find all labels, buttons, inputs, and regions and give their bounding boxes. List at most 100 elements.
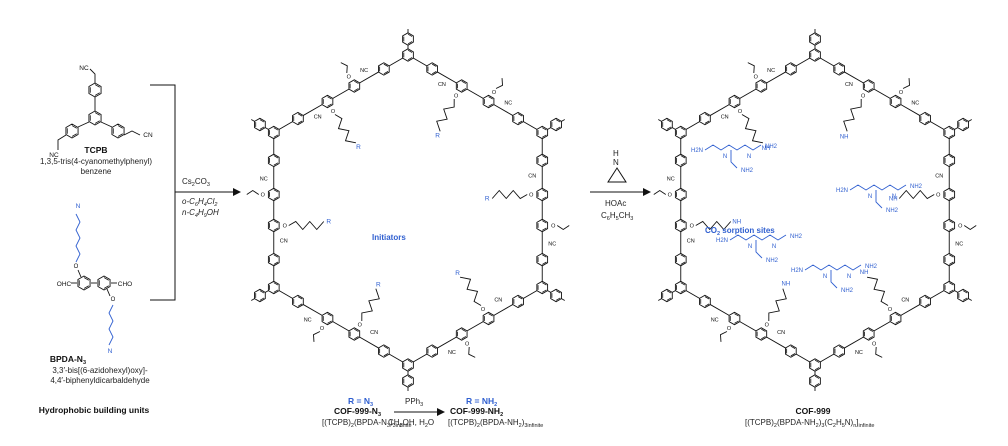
ether-oxygen: O <box>738 109 743 115</box>
aromatic-bond <box>83 285 89 289</box>
aromatic-bond <box>555 119 561 123</box>
amine-left: H2N <box>791 268 803 274</box>
benzene-ring <box>536 280 549 295</box>
initiators-label: Initiators <box>372 233 406 242</box>
cof1-name: COF-999-N3 <box>334 406 381 418</box>
bond <box>672 127 676 130</box>
vinyl-nitrile: NC <box>448 350 456 356</box>
amine-right: NH2 <box>865 264 878 270</box>
extension-bond <box>561 298 565 301</box>
aromatic-bond <box>542 227 547 231</box>
bond <box>437 336 457 349</box>
aromatic-bond <box>868 336 874 340</box>
extension-bond <box>251 298 255 301</box>
vinyl-nitrile: CN <box>314 115 322 121</box>
cof2-r-eq: R = NH2 <box>466 396 497 408</box>
benzene-ring <box>88 82 102 98</box>
aromatic-bond <box>761 328 766 332</box>
ether-oxygen: O <box>888 307 893 313</box>
aromatic-bond <box>895 320 900 324</box>
aromatic-bond <box>383 353 389 357</box>
aromatic-bond <box>924 296 930 300</box>
short-chain <box>653 189 667 195</box>
r-group: R <box>326 219 331 226</box>
aromatic-bond <box>542 189 547 193</box>
benzene-ring <box>111 123 125 139</box>
vinyl-nitrile: CN <box>721 115 729 121</box>
bond <box>739 88 757 99</box>
bond <box>710 304 730 316</box>
monomer-bracket <box>150 84 176 301</box>
vinyl-nitrile: CN <box>845 82 853 88</box>
amine-terminus: NH <box>762 146 771 152</box>
amine-right: NH2 <box>765 144 778 150</box>
reduction-reagent: PPh3 <box>405 397 423 408</box>
aromatic-bond <box>680 196 686 200</box>
vinyl-nitrile: NC <box>260 176 268 182</box>
vinyl-nitrile: NC <box>955 242 963 248</box>
benzene-ring <box>699 111 711 126</box>
vinyl-nitrile: NC <box>767 68 775 74</box>
benzene-ring <box>482 94 495 109</box>
reduction-solvent: CH3OH, H2O <box>388 418 434 429</box>
benzene-ring <box>455 327 468 341</box>
bond <box>900 304 920 316</box>
aromatic-bond <box>273 155 279 159</box>
bpda-oxygen-top: O <box>74 264 79 270</box>
aromatic-bond <box>297 113 303 117</box>
polyamine-branch <box>755 240 763 259</box>
aromatic-bond <box>704 113 710 117</box>
benzene-ring <box>661 117 673 132</box>
building-units-caption: Hydrophobic building units <box>39 405 150 415</box>
aromatic-bond <box>273 254 279 258</box>
vinyl-nitrile: CN <box>935 173 943 179</box>
aromatic-bond <box>488 103 493 107</box>
amine-terminus: NH <box>860 270 869 276</box>
extension-bond <box>968 119 972 122</box>
benzene-ring <box>512 294 524 309</box>
aromatic-bond <box>273 127 279 131</box>
benzene-ring <box>77 275 91 291</box>
aromatic-bond <box>542 155 547 159</box>
aromatic-bond <box>542 162 547 166</box>
alkyl-chain <box>75 213 81 263</box>
vinyl-nitrile: CN <box>777 330 785 336</box>
tcpb-nitrile-left: NC <box>49 152 59 159</box>
hexyl-chain <box>491 189 528 200</box>
aromatic-bond <box>383 345 389 349</box>
aromatic-bond <box>680 127 686 131</box>
alkyl-chain <box>108 304 114 346</box>
hexyl-chain <box>334 114 357 144</box>
benzene-ring <box>402 374 414 388</box>
benzene-ring <box>674 153 687 168</box>
step1-reagent-1: Cs2CO3 <box>182 177 210 188</box>
benzene-ring <box>919 294 931 309</box>
bond <box>900 104 920 116</box>
cof1-r-eq: R = N3 <box>348 396 373 408</box>
vinyl-nitrile: NC <box>548 242 556 248</box>
aromatic-bond <box>83 277 89 281</box>
alkyl-chain <box>89 68 96 83</box>
aromatic-bond <box>461 80 467 84</box>
short-chain <box>747 62 755 74</box>
amine-branch: NH2 <box>741 168 754 174</box>
aromatic-bond <box>680 282 686 286</box>
r-group: R <box>485 196 490 203</box>
bond <box>493 304 513 316</box>
amine-n: N <box>772 244 776 250</box>
aromatic-bond <box>103 277 109 281</box>
bond <box>359 71 379 84</box>
cof999-n3-framework: CNNCOROCNNCOROCNNCOROCNNCOROCNNCOROCNNCO… <box>246 29 570 391</box>
ether-oxygen: O <box>551 224 556 230</box>
aromatic-bond <box>431 353 437 357</box>
aromatic-bond <box>868 88 874 92</box>
aromatic-bond <box>259 119 265 123</box>
bond <box>739 321 757 332</box>
benzene-ring <box>785 62 797 76</box>
aromatic-bond <box>407 359 413 363</box>
bond <box>710 104 730 116</box>
benzene-ring <box>267 153 280 168</box>
aromatic-bond <box>895 103 900 107</box>
benzene-ring <box>267 280 280 295</box>
